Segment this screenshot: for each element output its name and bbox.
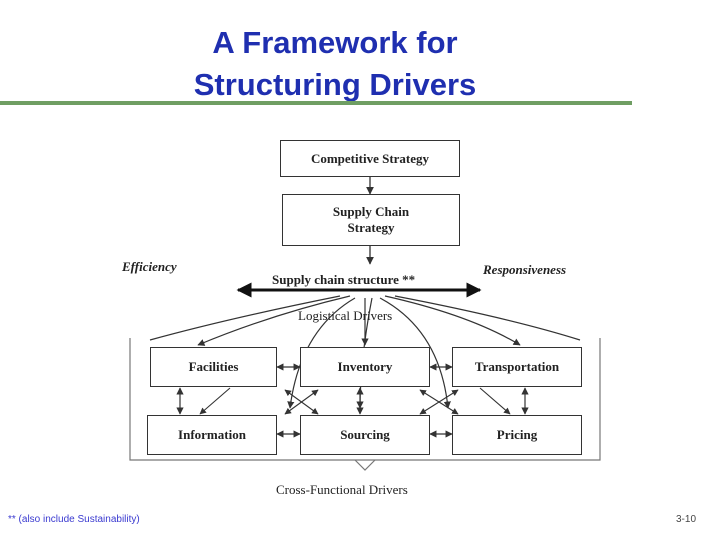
supply-chain-strategy-line-1: Supply Chain	[332, 204, 410, 219]
facilities-box: Facilities	[150, 347, 277, 387]
title-line-1: A Framework for	[212, 25, 458, 60]
information-label: Information	[178, 427, 246, 442]
supply-chain-strategy-line-2: Strategy	[347, 220, 395, 235]
information-box: Information	[147, 415, 277, 455]
logistical-drivers-label: Logistical Drivers	[298, 308, 393, 323]
fan-to-transportation	[384, 295, 521, 346]
cross-1	[199, 387, 231, 415]
title-line-2: Structuring Drivers	[193, 67, 477, 102]
transportation-box: Transportation	[452, 347, 582, 387]
drivers-bracket	[129, 338, 601, 461]
pricing-box: Pricing	[452, 415, 582, 455]
supply-chain-structure-label: Supply chain structure **	[272, 272, 416, 287]
title-divider	[0, 101, 632, 105]
footnote: ** (also include Sustainability)	[8, 514, 140, 525]
inventory-label: Inventory	[337, 359, 393, 374]
pricing-label: Pricing	[496, 427, 538, 442]
sourcing-box: Sourcing	[300, 415, 430, 455]
slide-title: A Framework for Structuring Drivers	[95, 22, 575, 106]
cross-6	[479, 387, 511, 415]
sourcing-label: Sourcing	[340, 427, 390, 442]
transportation-label: Transportation	[474, 359, 560, 374]
cross-functional-drivers-label: Cross-Functional Drivers	[276, 482, 408, 497]
page-number: 3-10	[676, 514, 697, 525]
fan-to-facilities	[197, 295, 351, 346]
fan-outer-left	[149, 295, 341, 341]
responsiveness-label: Responsiveness	[483, 262, 567, 277]
competitive-strategy-box: Competitive Strategy	[280, 140, 460, 177]
efficiency-label: Efficiency	[122, 259, 177, 274]
drivers-bracket-notch	[354, 459, 376, 471]
cross-3	[284, 389, 319, 415]
fan-outer-right	[394, 295, 581, 341]
supply-chain-strategy-box: Supply Chain Strategy	[282, 194, 460, 246]
cross-5	[419, 389, 459, 415]
competitive-strategy-label: Competitive Strategy	[310, 150, 430, 166]
facilities-label: Facilities	[188, 359, 239, 374]
inventory-box: Inventory	[300, 347, 430, 387]
